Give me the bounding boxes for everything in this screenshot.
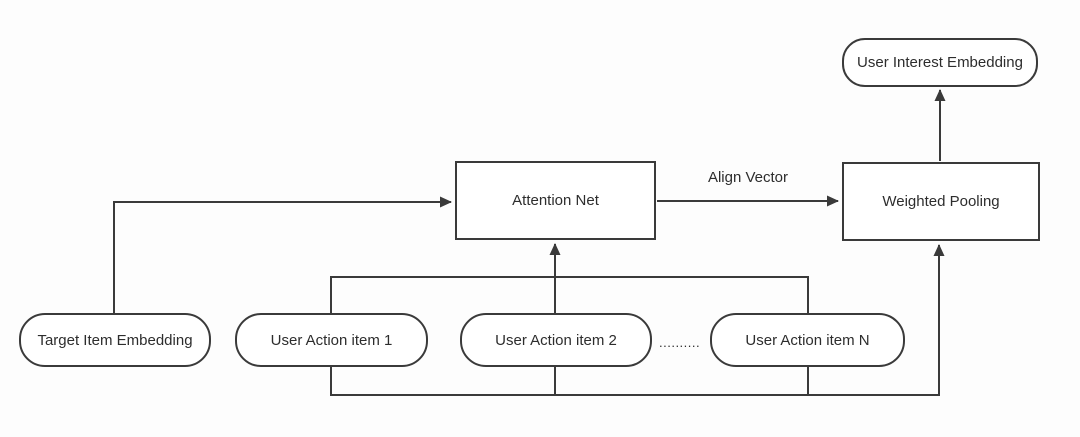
node-label: User Interest Embedding xyxy=(857,54,1023,71)
node-attention-net: Attention Net xyxy=(455,161,656,240)
node-user-action-item-1: User Action item 1 xyxy=(235,313,428,367)
node-label: User Action item 1 xyxy=(270,331,393,349)
node-label: Attention Net xyxy=(512,192,599,209)
node-label: User Action item N xyxy=(745,331,870,349)
node-user-action-item-2: User Action item 2 xyxy=(460,313,652,367)
node-weighted-pooling: Weighted Pooling xyxy=(842,162,1040,241)
node-target-item-embedding: Target Item Embedding xyxy=(19,313,211,367)
node-label: Weighted Pooling xyxy=(882,193,1000,210)
connector-target-to-attention xyxy=(113,196,452,340)
node-user-interest-embedding: User Interest Embedding xyxy=(842,38,1038,87)
connector-bottom-bracket-to-pooling xyxy=(330,244,945,396)
ellipsis-dots: .......... xyxy=(659,335,701,350)
align-vector-label: Align Vector xyxy=(707,169,789,186)
node-label: Target Item Embedding xyxy=(37,331,193,349)
connector-top-bracket xyxy=(330,276,809,340)
node-user-action-item-n: User Action item N xyxy=(710,313,905,367)
node-label: User Action item 2 xyxy=(495,331,617,349)
